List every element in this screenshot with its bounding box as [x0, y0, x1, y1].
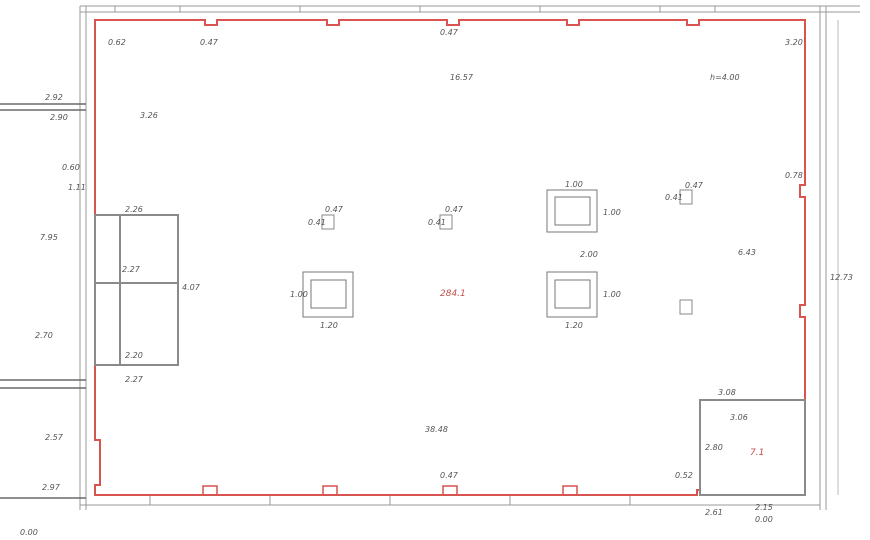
small-room	[699, 399, 806, 496]
label-room-2-20: 2.20	[125, 351, 143, 360]
label-shaft-top-h: 1.00	[603, 208, 621, 217]
dimension-labels: 0.62 0.47 0.47 16.57 h=4.00 3.20 3.26 2.…	[20, 28, 853, 537]
label-bottom-0-47: 0.47	[440, 471, 459, 480]
left-rooms	[0, 103, 86, 499]
label-bottom-0-52: 0.52	[675, 471, 693, 480]
label-bottom-2-15: 2.15	[755, 503, 773, 512]
label-room-area: 284.1	[440, 289, 466, 299]
label-shaft-top-side: 2.00	[580, 250, 598, 259]
label-small-room-3-08: 3.08	[718, 388, 736, 397]
label-right-6-43: 6.43	[738, 248, 756, 257]
label-left-2-97: 2.97	[42, 483, 61, 492]
label-col-a: 0.47	[325, 205, 344, 214]
label-shaft-left-h: 1.00	[290, 290, 308, 299]
shafts	[302, 189, 598, 318]
label-left-0-60: 0.60	[62, 163, 80, 172]
label-side-3-26: 3.26	[140, 111, 158, 120]
label-left-2-90: 2.90	[50, 113, 68, 122]
label-shaft-left-w: 1.20	[320, 321, 338, 330]
label-shaft-right-h: 1.00	[603, 290, 621, 299]
label-col-c: 0.47	[445, 205, 464, 214]
label-right-12-73: 12.73	[830, 273, 853, 282]
bottom-notches	[202, 485, 578, 495]
label-right-0-78: 0.78	[785, 171, 803, 180]
label-top-left-a: 0.62	[108, 38, 126, 47]
label-col-e: 0.47	[685, 181, 704, 190]
label-bottom-0-00: 0.00	[755, 515, 773, 524]
label-small-room-3-06: 3.06	[730, 413, 748, 422]
label-bottom-2-61: 2.61	[705, 508, 723, 517]
label-left-2-70: 2.70	[35, 331, 53, 340]
label-top-right: 16.57	[450, 73, 474, 82]
label-left-2-92: 2.92	[45, 93, 63, 102]
label-top-mid: 0.47	[440, 28, 459, 37]
exterior-walls	[79, 5, 860, 510]
label-shaft-right-w: 1.20	[565, 321, 583, 330]
columns	[321, 189, 693, 315]
label-side-3-20: 3.20	[785, 38, 803, 47]
label-top-left-b: 0.47	[200, 38, 219, 47]
label-room-2-27b: 2.27	[125, 375, 144, 384]
label-room-4-07: 4.07	[182, 283, 201, 292]
label-col-b: 0.41	[308, 218, 326, 227]
label-corner-left: 0.00	[20, 528, 38, 537]
label-shaft-top-w: 1.00	[565, 180, 583, 189]
label-left-7-95: 7.95	[40, 233, 58, 242]
label-small-room-area: 7.1	[750, 448, 764, 458]
interior-rooms	[94, 214, 179, 366]
label-left-1-11: 1.11	[68, 183, 86, 192]
label-h-mark: h=4.00	[710, 73, 740, 82]
label-col-f: 0.41	[665, 193, 683, 202]
label-col-d: 0.41	[428, 218, 446, 227]
label-room-2-27a: 2.27	[122, 265, 141, 274]
label-small-room-2-80: 2.80	[705, 443, 723, 452]
label-left-2-57: 2.57	[45, 433, 64, 442]
main-room-outline	[94, 19, 806, 496]
label-room-2-26: 2.26	[125, 205, 143, 214]
label-center-area: 38.48	[425, 425, 448, 434]
